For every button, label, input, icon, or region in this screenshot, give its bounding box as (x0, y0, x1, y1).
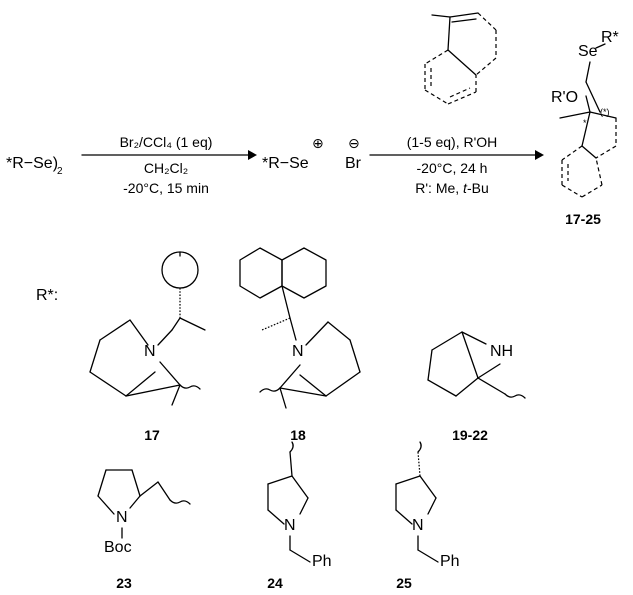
structure-17-number: 17 (144, 427, 160, 443)
product-number: 17-25 (565, 211, 601, 227)
structure-25-atom: N (412, 517, 424, 534)
anion-label: Br (345, 155, 362, 172)
structure-23: N Boc (97, 469, 191, 556)
structure-17-atom: N (144, 343, 156, 360)
cation-label: *R−Se (262, 155, 309, 172)
product-r-label: R* (601, 29, 619, 46)
reactant-subscript: 2 (57, 166, 63, 177)
structure-24-number: 24 (267, 575, 283, 591)
r-star-label: R*: (36, 287, 58, 304)
step2-reagent: (1-5 eq), R'OH (407, 134, 498, 150)
alkene-substrate (424, 12, 497, 105)
structure-25: N Ph (395, 441, 460, 570)
step2-conditions: -20°C, 24 h (417, 160, 488, 176)
arrow-step2 (369, 150, 544, 160)
structure-24: N Ph (267, 441, 332, 570)
product-o-label: R'O (551, 89, 578, 106)
structure-18-atom: N (292, 343, 304, 360)
step1-solvent: CH₂Cl₂ (144, 160, 188, 176)
structure-24-group: Ph (312, 553, 332, 570)
structure-24-atom: N (284, 517, 296, 534)
structure-19-22-atom: NH (490, 343, 513, 360)
selenenyl-bromide-intermediate: *R−Se ⊕ Br ⊖ (262, 135, 362, 172)
step1-reagent: Br₂/CCl₄ (1 eq) (120, 134, 213, 150)
product-stereo-paren: (*) (600, 107, 610, 117)
step2-rprime: R': Me, t-Bu (415, 180, 488, 196)
product-se-label: Se (578, 43, 598, 60)
product-stereo-star: * (583, 118, 587, 128)
cation-charge: ⊕ (312, 135, 324, 151)
reactant-diselenide: *R−Se) 2 (6, 155, 63, 177)
arrow-step1 (81, 150, 257, 160)
structure-17: N (89, 251, 206, 406)
structure-19-22: NH (427, 331, 526, 399)
step1-conditions: -20°C, 15 min (123, 180, 209, 196)
reactant-label: *R−Se) (6, 155, 58, 172)
structure-23-number: 23 (116, 575, 132, 591)
product-structure: Se R* R'O * (*) (551, 29, 619, 198)
structure-18: N (239, 247, 361, 409)
structure-18-number: 18 (290, 427, 306, 443)
structure-25-group: Ph (440, 553, 460, 570)
structure-23-atom: N (116, 509, 128, 526)
structure-25-number: 25 (396, 575, 412, 591)
anion-charge: ⊖ (348, 135, 360, 151)
structure-19-22-number: 19-22 (452, 427, 488, 443)
structure-23-group: Boc (104, 539, 132, 556)
